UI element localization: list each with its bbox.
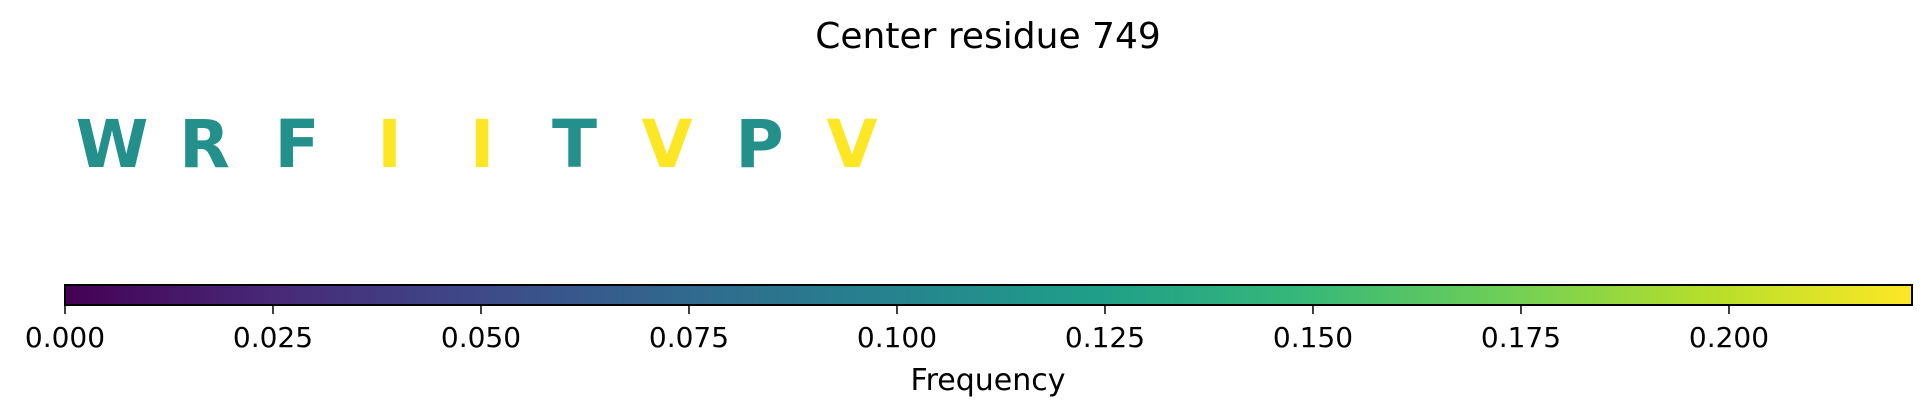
colorbar-tick-label: 0.125	[1065, 321, 1145, 354]
residue-letter: W	[76, 106, 149, 183]
colorbar-ticks: 0.000 0.025 0.050 0.075 0.100 0.125 0.150 0.175…	[25, 305, 1769, 354]
residue-letter: V	[641, 106, 692, 183]
colorbar-tick-label: 0.000	[25, 321, 105, 354]
chart-title: Center residue 749	[815, 16, 1161, 57]
colorbar-tick-label: 0.100	[857, 321, 937, 354]
residue-letter: P	[735, 106, 783, 183]
residue-letter: I	[377, 106, 402, 183]
colorbar-label: Frequency	[911, 363, 1066, 398]
colorbar-tick-label: 0.175	[1481, 321, 1561, 354]
colorbar-tick-label: 0.025	[233, 321, 313, 354]
residue-letter: T	[552, 106, 597, 183]
residue-letter: V	[826, 106, 877, 183]
colorbar-tick-label: 0.150	[1273, 321, 1353, 354]
residue-letter: I	[470, 106, 495, 183]
colorbar-tick-label: 0.075	[649, 321, 729, 354]
colorbar-tick-label: 0.050	[441, 321, 521, 354]
colorbar-tick-label: 0.200	[1689, 321, 1769, 354]
residue-letter: F	[274, 106, 319, 183]
colorbar	[64, 284, 1913, 306]
residue-letter: R	[179, 106, 230, 183]
